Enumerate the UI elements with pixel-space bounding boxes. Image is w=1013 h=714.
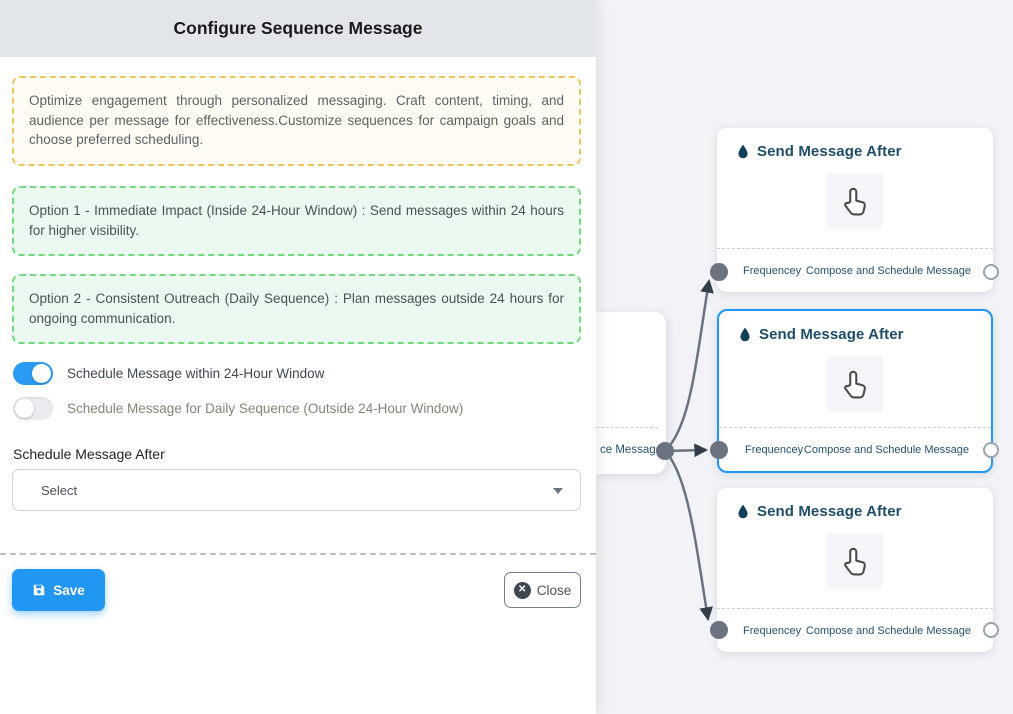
node-footer: Frequencey Compose and Schedule Message	[717, 248, 993, 292]
node-card-send-message-after-2[interactable]: Send Message After Frequencey Compose an…	[717, 309, 993, 473]
tap-hand-icon[interactable]	[827, 356, 883, 412]
node-title: Send Message After	[757, 503, 902, 520]
frequency-port-label[interactable]: Frequencey	[743, 624, 802, 637]
node-header: Send Message After	[717, 488, 993, 520]
tap-hand-icon[interactable]	[827, 173, 883, 229]
chevron-down-icon	[553, 488, 563, 494]
schedule-after-select[interactable]: Select	[12, 469, 581, 511]
node-3-input-port[interactable]	[710, 621, 728, 639]
droplet-icon	[738, 504, 748, 518]
circle-x-icon: ✕	[513, 581, 531, 599]
close-button[interactable]: ✕ Close	[504, 572, 581, 608]
node-3-output-port[interactable]	[983, 622, 999, 638]
node-card-send-message-after-3[interactable]: Send Message After Frequencey Compose an…	[717, 488, 993, 652]
configure-sequence-message-panel: Configure Sequence Message Optimize enga…	[0, 0, 596, 611]
frequency-port-label[interactable]: Frequencey	[745, 443, 804, 456]
toggle-knob	[15, 399, 34, 418]
schedule-daily-toggle-label: Schedule Message for Daily Sequence (Out…	[67, 401, 464, 416]
node-2-output-port[interactable]	[983, 442, 999, 458]
frequency-port-label[interactable]: Frequencey	[743, 264, 802, 277]
node-header: Send Message After	[719, 311, 991, 343]
compose-schedule-port-label[interactable]: Compose and Schedule Message	[803, 443, 969, 456]
droplet-icon	[738, 144, 748, 158]
schedule-after-label: Schedule Message After	[13, 446, 165, 462]
schedule-daily-toggle[interactable]	[13, 397, 53, 420]
source-node-label: ce Message	[600, 444, 663, 456]
option-1-note: Option 1 - Immediate Impact (Inside 24-H…	[12, 186, 581, 256]
node-header: Send Message After	[717, 128, 993, 160]
save-button[interactable]: Save	[12, 569, 105, 611]
edge-to-node-1	[664, 278, 714, 452]
source-node-output-port[interactable]	[656, 442, 674, 460]
info-note: Optimize engagement through personalized…	[12, 76, 581, 166]
node-card-send-message-after-1[interactable]: Send Message After Frequencey Compose an…	[717, 128, 993, 292]
node-1-output-port[interactable]	[983, 264, 999, 280]
node-title: Send Message After	[757, 143, 902, 160]
toggle-knob	[32, 364, 51, 383]
save-button-label: Save	[53, 582, 85, 598]
schedule-24h-toggle-label: Schedule Message within 24-Hour Window	[67, 366, 325, 381]
floppy-icon	[33, 584, 45, 596]
close-button-label: Close	[536, 582, 572, 598]
compose-schedule-port-label[interactable]: Compose and Schedule Message	[805, 264, 971, 277]
tap-hand-glyph	[844, 370, 866, 399]
node-footer: Frequencey Compose and Schedule Message	[717, 608, 993, 652]
footer-divider	[0, 553, 596, 555]
tap-hand-glyph	[844, 547, 866, 576]
node-title: Send Message After	[759, 326, 904, 343]
sequence-flow-canvas[interactable]: ce Message Send Message After Frequencey…	[596, 0, 1013, 714]
schedule-24h-toggle[interactable]	[13, 362, 53, 385]
modal-header: Configure Sequence Message	[0, 0, 596, 57]
node-1-input-port[interactable]	[710, 263, 728, 281]
tap-hand-glyph	[844, 187, 866, 216]
option-2-note: Option 2 - Consistent Outreach (Daily Se…	[12, 274, 581, 344]
tap-hand-icon[interactable]	[827, 533, 883, 589]
compose-schedule-port-label[interactable]: Compose and Schedule Message	[805, 624, 971, 637]
droplet-icon	[740, 327, 750, 341]
node-2-input-port[interactable]	[710, 441, 728, 459]
node-footer: Frequencey Compose and Schedule Message	[719, 427, 991, 471]
select-value: Select	[41, 482, 78, 498]
toggle-row-daily-sequence: Schedule Message for Daily Sequence (Out…	[13, 397, 463, 420]
source-node-card[interactable]: ce Message	[596, 312, 666, 474]
node-footer-divider	[596, 427, 658, 428]
page-title: Configure Sequence Message	[173, 18, 423, 38]
edge-to-node-3	[664, 450, 713, 622]
toggle-row-24h-window: Schedule Message within 24-Hour Window	[13, 362, 324, 385]
